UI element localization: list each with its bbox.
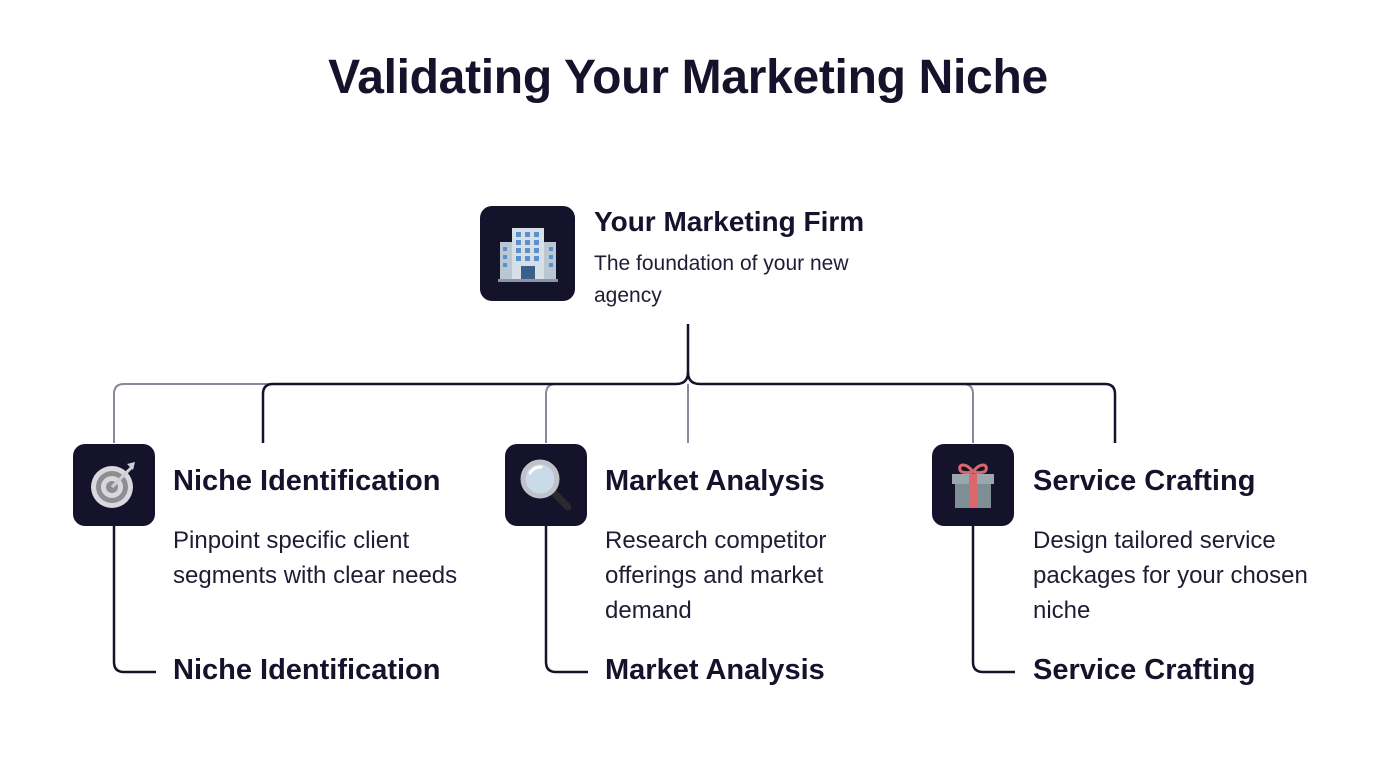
branch-footer: Market Analysis: [605, 654, 825, 686]
connector-left-outer: [113, 383, 678, 443]
branch-heading: Market Analysis: [605, 465, 825, 497]
branch-heading: Service Crafting: [1033, 465, 1256, 497]
connector-trunk: [261, 324, 690, 443]
target-icon: [91, 462, 135, 508]
root-description: The foundation of your new agency: [594, 252, 849, 307]
connector-branch-1-footer: [112, 525, 156, 674]
gift-box-icon: [952, 463, 994, 508]
connector-branch-2-footer: [544, 525, 588, 674]
branch-description: Pinpoint specific client segments with c…: [173, 527, 458, 589]
branch-heading: Niche Identification: [173, 465, 441, 497]
root-icon-box: [480, 206, 575, 301]
branch-icon-box: [505, 444, 587, 526]
connector-mid-left: [545, 383, 557, 443]
connector-trunk-right: [686, 371, 1117, 443]
office-building-icon: [497, 227, 558, 282]
branch-footer: Service Crafting: [1033, 654, 1256, 686]
magnifying-glass-icon: [520, 459, 572, 511]
branch-description: Design tailored service packages for you…: [1033, 527, 1308, 624]
branch-footer: Niche Identification: [173, 654, 441, 686]
connector-branch-3-footer: [971, 525, 1015, 674]
connector-right-inner: [698, 383, 974, 443]
branch-icon-box: [932, 444, 1014, 526]
branch-description: Research competitor offerings and market…: [605, 527, 827, 624]
page-title: Validating Your Marketing Niche: [328, 51, 1048, 104]
branch-icon-box: [73, 444, 155, 526]
root-heading: Your Marketing Firm: [594, 206, 865, 237]
